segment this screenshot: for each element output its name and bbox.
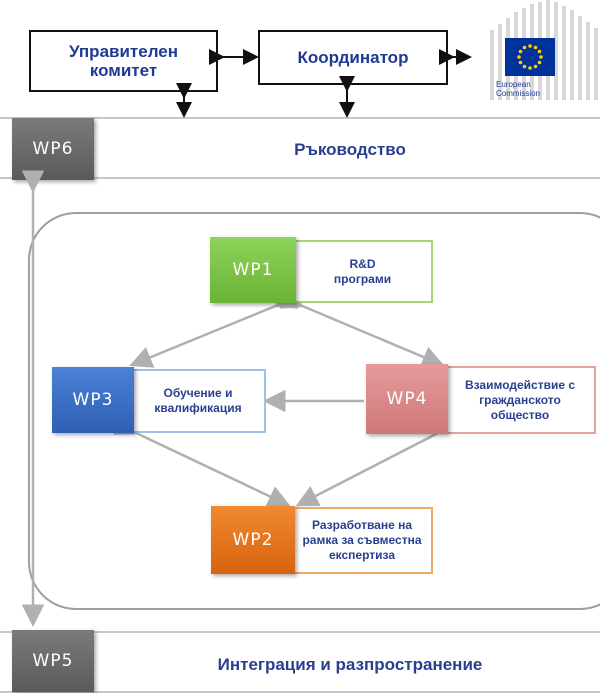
wp2-label: Разработване на рамка за съвместна експе… [302, 518, 422, 562]
steering-committee-box: Управителен комитет [29, 30, 218, 92]
ec-logo: European Commission [460, 0, 600, 112]
wp1-label-box: R&D програми [292, 240, 433, 303]
wp3-label-box: Обучение и квалификация [130, 369, 266, 433]
wp2-box: Разработване на рамка за съвместна експе… [211, 506, 433, 574]
wp3-label: Обучение и квалификация [154, 386, 242, 415]
ec-logo-text-1: European [496, 80, 531, 89]
management-band [0, 117, 600, 179]
wp3-tag: WP3 [52, 367, 134, 433]
wp4-tag: WP4 [366, 364, 448, 434]
ec-logo-text-2: Commission [496, 89, 541, 98]
wp2-tag: WP2 [211, 506, 295, 574]
wp6-tag: WP6 [12, 118, 94, 180]
eu-flag-icon [505, 38, 555, 76]
wp1-box: R&D програми WP1 [210, 237, 433, 303]
coordinator-label: Координатор [297, 48, 409, 67]
wp1-label: R&D програми [333, 256, 392, 286]
coordinator-box: Координатор [258, 30, 448, 85]
wp2-label-box: Разработване на рамка за съвместна експе… [291, 507, 433, 574]
wp1-tag: WP1 [210, 237, 296, 303]
wp4-label-box: Взаимодействие с гражданското общество [444, 366, 596, 434]
wp3-box: Обучение и квалификация WP3 [52, 367, 266, 433]
management-title: Ръководство [294, 140, 406, 159]
integration-title: Интеграция и разпространение [217, 655, 483, 674]
wp5-tag: WP5 [12, 630, 94, 692]
wp4-box: Взаимодействие с гражданското общество W… [366, 364, 596, 434]
wp4-label: Взаимодействие с гражданското общество [464, 377, 576, 422]
steering-committee-label: Управителен комитет [68, 42, 178, 80]
